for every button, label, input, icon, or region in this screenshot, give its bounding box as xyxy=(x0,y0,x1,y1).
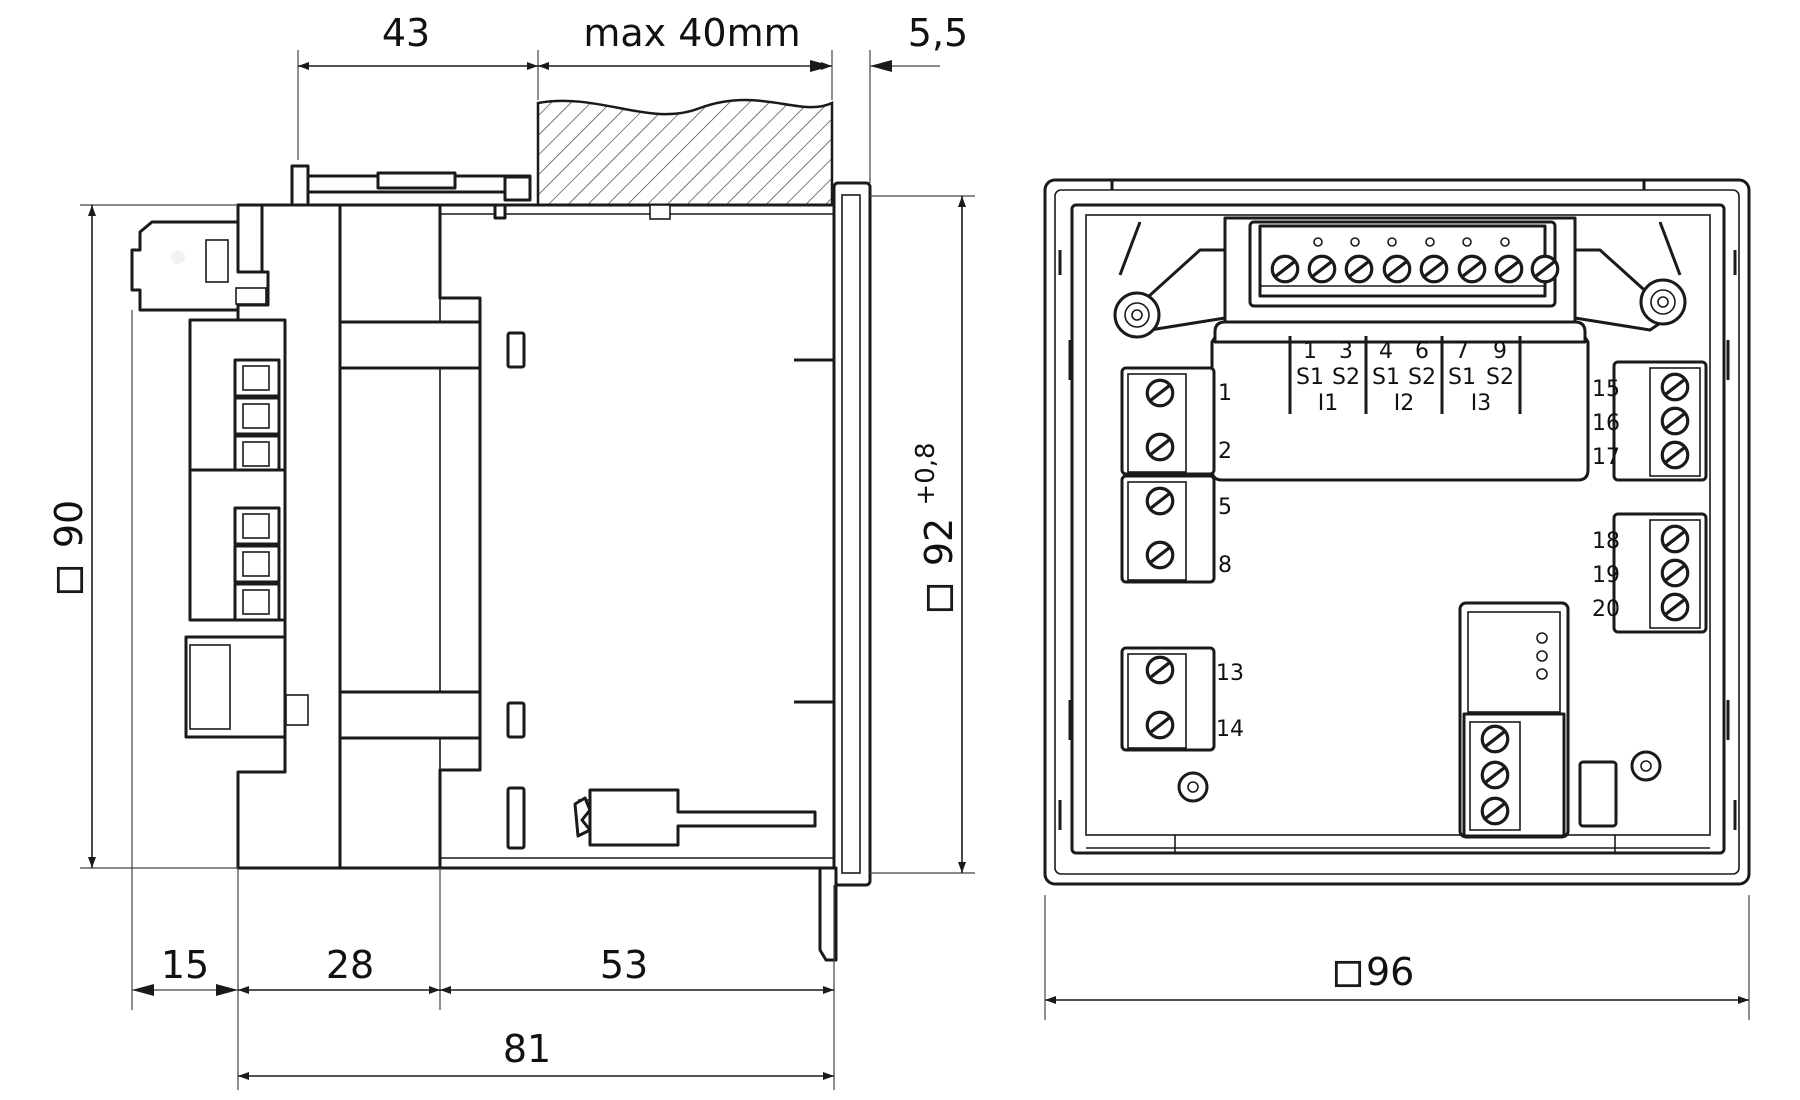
ct-screw-icon xyxy=(1382,254,1412,284)
plug-side xyxy=(130,220,270,312)
dim-92-tolerance: +0,8 xyxy=(911,442,941,505)
ct-screw-icon xyxy=(1530,254,1560,284)
ct-screw-icon xyxy=(1419,254,1449,284)
svg-text:S1: S1 xyxy=(1448,365,1476,390)
ct-screw-icon xyxy=(1270,254,1300,284)
svg-text:9: 9 xyxy=(1493,339,1507,364)
dim-53: 53 xyxy=(600,943,648,987)
terminal-block-right-upper: 15 16 17 xyxy=(1592,360,1708,482)
terminal-block-right-lower: 18 19 20 xyxy=(1592,512,1708,634)
dim-15: 15 xyxy=(161,943,209,987)
terminal-block-aux: 13 14 xyxy=(1120,646,1244,752)
terminal-block-left: 1 2 5 8 xyxy=(1120,366,1232,584)
square-symbol-icon xyxy=(1334,960,1362,988)
housing-side xyxy=(438,203,836,870)
ct-screw-icon xyxy=(1494,254,1524,284)
dim-28: 28 xyxy=(326,943,374,987)
ct-label-group-2: 4 6 S1 S2 I2 xyxy=(1372,339,1436,416)
svg-text:6: 6 xyxy=(1415,339,1429,364)
terminal-label: 16 xyxy=(1592,411,1620,436)
ct-screw-icon xyxy=(1457,254,1487,284)
dim-5-5: 5,5 xyxy=(908,11,968,55)
square-symbol-icon xyxy=(56,566,84,594)
svg-text:I3: I3 xyxy=(1471,391,1492,416)
terminal-label: 14 xyxy=(1216,717,1244,742)
svg-text:S2: S2 xyxy=(1408,365,1436,390)
svg-text:I2: I2 xyxy=(1394,391,1415,416)
svg-text:S1: S1 xyxy=(1296,365,1324,390)
dim-max-panel: max 40mm xyxy=(583,11,800,55)
ct-screw-icon xyxy=(1344,254,1374,284)
terminal-label: 18 xyxy=(1592,529,1620,554)
svg-text:3: 3 xyxy=(1339,339,1353,364)
svg-text:I1: I1 xyxy=(1318,391,1339,416)
ct-screw-icon xyxy=(1307,254,1337,284)
front-bezel-side xyxy=(832,181,872,887)
ct-label-group-1: 1 3 S1 S2 I1 xyxy=(1296,339,1360,416)
ct-label-group-3: 7 9 S1 S2 I3 xyxy=(1448,339,1514,416)
terminal-label: 15 xyxy=(1592,377,1620,402)
terminal-label: 1 xyxy=(1218,381,1232,406)
terminal-label: 20 xyxy=(1592,597,1620,622)
terminal-label: 19 xyxy=(1592,563,1620,588)
terminal-label: 5 xyxy=(1218,495,1232,520)
svg-text:4: 4 xyxy=(1379,339,1393,364)
dim-92: 92 xyxy=(917,518,961,566)
svg-text:S2: S2 xyxy=(1332,365,1360,390)
panel-wall-hatch xyxy=(536,98,834,207)
dim-96: 96 xyxy=(1366,950,1414,994)
dim-81: 81 xyxy=(503,1027,551,1071)
svg-text:1: 1 xyxy=(1303,339,1317,364)
terminal-label: 8 xyxy=(1218,553,1232,578)
dim-43: 43 xyxy=(382,11,430,55)
side-view: 43 max 40mm 5,5 90 92 +0,8 15 28 53 81 xyxy=(47,11,975,1090)
comm-module xyxy=(1458,601,1570,839)
terminal-label: 17 xyxy=(1592,445,1620,470)
svg-text:7: 7 xyxy=(1455,339,1469,364)
dim-90: 90 xyxy=(47,500,91,548)
terminal-label: 13 xyxy=(1216,661,1244,686)
square-symbol-icon xyxy=(926,584,954,612)
svg-text:S1: S1 xyxy=(1372,365,1400,390)
svg-text:S2: S2 xyxy=(1486,365,1514,390)
terminal-label: 2 xyxy=(1218,439,1232,464)
rear-view: 1 3 S1 S2 I1 4 6 S1 S2 I2 7 9 S1 S2 I3 xyxy=(1043,178,1751,1020)
